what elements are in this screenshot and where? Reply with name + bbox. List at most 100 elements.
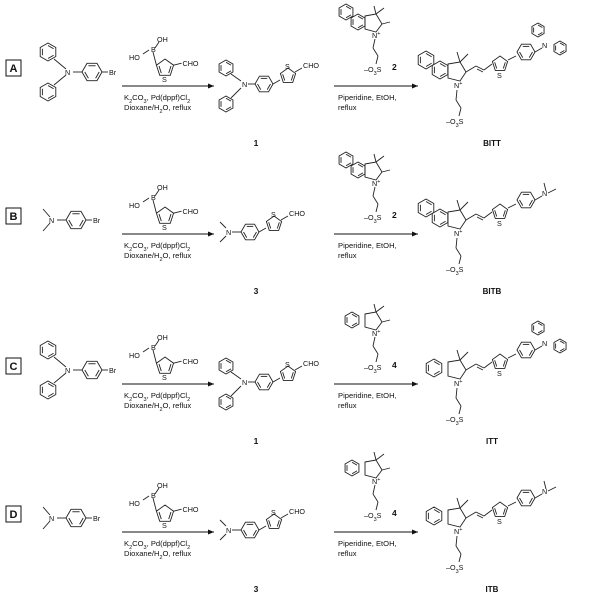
biaryl-bond: [507, 501, 517, 507]
ring-double-bond: [494, 210, 498, 217]
ring-double-bond: [502, 62, 506, 69]
phenyl-ring-para: [81, 62, 103, 82]
thiophene-ring: [279, 365, 297, 381]
propyl-bond: [372, 484, 376, 495]
product-structure: N+SN–O3S: [417, 182, 557, 277]
arrow-head: [412, 231, 418, 237]
ring-double-bond: [537, 32, 543, 36]
bromine-atom: Br: [109, 68, 117, 77]
amine-phenyl-top: [531, 320, 545, 336]
bond: [53, 74, 67, 86]
reagent-number: 2: [392, 210, 397, 220]
aldehyde-bond: [173, 210, 182, 214]
ring-double-bond: [357, 172, 364, 177]
product-name: BITB: [483, 287, 502, 296]
ring-double-bond: [425, 62, 432, 67]
bond: [258, 227, 267, 233]
methyl-bond: [375, 305, 385, 313]
vinyl-double-bond: [476, 366, 484, 371]
ring-double-bond: [79, 219, 84, 227]
phenyl-ring-top: [39, 42, 57, 62]
ring-double-bond: [425, 201, 432, 206]
ring-double-bond: [439, 72, 446, 77]
ring-outline: [218, 357, 234, 375]
thiophene-ring: [279, 67, 297, 83]
intermediate-number: 1: [254, 138, 259, 148]
naphtho-ring-outer: [417, 50, 435, 70]
arrow-head: [208, 529, 214, 535]
sulfonate-charge: –: [446, 563, 450, 572]
methyl-bond: [381, 319, 391, 323]
ring-outline: [39, 340, 57, 360]
boron-oh-bond: [154, 487, 160, 495]
boron-oh-bond: [142, 495, 150, 501]
propyl-bond: [455, 397, 462, 407]
reagent-number: 4: [392, 508, 397, 518]
naphtho-ring-outer: [417, 198, 435, 218]
boron-bond: [152, 51, 157, 66]
pyrrole-ring: [364, 161, 383, 181]
aldehyde-label: CHO: [289, 507, 305, 516]
propyl-bond: [372, 336, 376, 347]
panel-label-box: [5, 207, 22, 225]
ring-outline: [344, 311, 360, 329]
naphtho-ring-inner: [431, 60, 449, 80]
vinyl-double-bond: [476, 514, 484, 519]
propyl-bond: [455, 535, 458, 547]
ring-outline: [218, 393, 234, 411]
methyl-bond: [381, 467, 391, 471]
conditions-step2-line1: Piperidine, EtOH,: [338, 539, 397, 548]
methyl-bond: [42, 208, 51, 218]
ring-double-bond: [257, 83, 262, 90]
vinyl-bond: [475, 363, 485, 369]
conditions-step1-line2: Dioxane/H2O, reflux: [124, 401, 191, 413]
ring-double-bond: [494, 62, 498, 69]
ring-double-bond: [95, 71, 100, 79]
panel-label-box: [5, 505, 22, 523]
ring-double-bond: [345, 153, 352, 158]
phenyl-ring: [516, 341, 536, 359]
arrow-step-2: [334, 529, 418, 535]
bromine-atom: Br: [109, 366, 117, 375]
phenyl-ring-top: [218, 59, 234, 77]
ring-double-bond: [351, 470, 358, 475]
ring-double-bond: [345, 14, 352, 19]
conditions-step2-line2: reflux: [338, 251, 357, 260]
aldehyde-label: CHO: [289, 209, 305, 218]
ring-outline: [279, 67, 297, 83]
vinyl-bond: [475, 65, 485, 71]
arrow-head: [208, 231, 214, 237]
benzo-ring: [344, 311, 360, 329]
bond: [230, 371, 242, 380]
sulfur-atom: S: [497, 71, 502, 80]
nitrogen-atom: N: [65, 366, 70, 375]
methyl-bond: [459, 351, 469, 361]
aldehyde-label: CHO: [183, 59, 199, 68]
ring-double-bond: [345, 5, 352, 10]
ring-outline: [218, 59, 234, 77]
sulfonate-charge: –: [364, 65, 368, 74]
amine-bond: [534, 195, 543, 201]
sulfur-atom: S: [497, 517, 502, 526]
naphtho-ring-inner: [431, 208, 449, 228]
boron-oh-bond: [142, 49, 150, 55]
boron-atom: B: [151, 45, 156, 54]
ring-outline: [425, 506, 443, 526]
phenyl-ring: [516, 489, 536, 507]
ring-outline: [218, 95, 234, 113]
arrow-step-1: [122, 231, 214, 237]
methyl-bond: [375, 155, 385, 163]
ring-double-bond: [158, 65, 162, 74]
indolium-nitrogen: N+: [372, 31, 380, 40]
propyl-bond: [375, 203, 379, 213]
amine-bond: [534, 493, 543, 499]
phenyl-ring: [65, 508, 87, 528]
pyrrole-ring: [447, 359, 467, 380]
product-structure: N+SN–O3S: [425, 320, 567, 427]
phenyl-ring-bottom: [39, 82, 57, 102]
